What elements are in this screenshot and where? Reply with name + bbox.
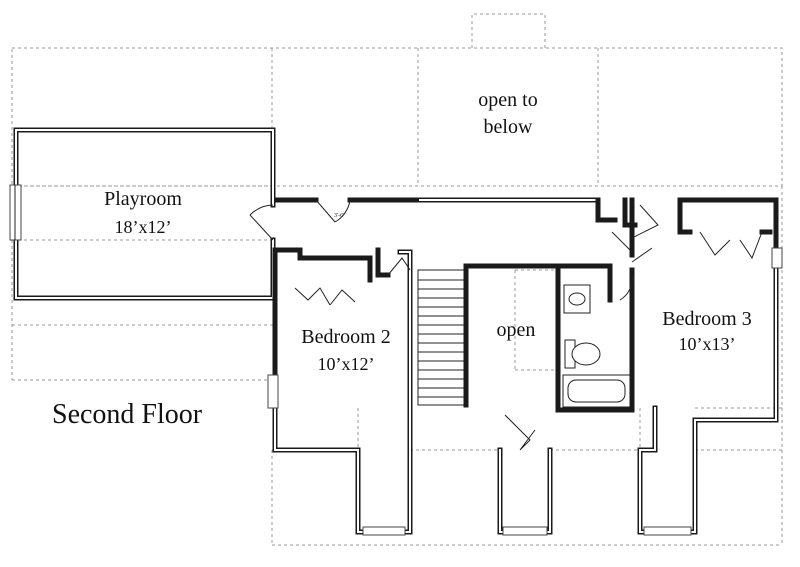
open-to-below-line2: below bbox=[484, 116, 533, 138]
bedroom-3-size: 10’x13’ bbox=[679, 334, 736, 354]
bedroom-2-walls bbox=[272, 247, 413, 535]
plan-title: Second Floor bbox=[52, 399, 203, 430]
bathroom-walls bbox=[555, 263, 635, 413]
bedroom-3-front-window bbox=[643, 526, 692, 536]
playroom-walls bbox=[13, 127, 276, 301]
open-to-below-line1: open to bbox=[478, 89, 537, 111]
bedroom-2-side-window bbox=[267, 374, 279, 409]
bedroom-3-side-window bbox=[771, 247, 783, 269]
bedroom-2-name: Bedroom 2 bbox=[301, 326, 390, 348]
playroom-size: 18’x12’ bbox=[115, 217, 172, 237]
open-area-label: open bbox=[497, 319, 536, 341]
staircase bbox=[417, 269, 467, 406]
playroom-door bbox=[249, 199, 351, 241]
central-door-swing bbox=[504, 414, 536, 451]
bedroom-3-closet-doors bbox=[611, 204, 763, 301]
toilet bbox=[564, 339, 601, 369]
central-front-window bbox=[502, 526, 548, 536]
bedroom-2-size: 10’x12’ bbox=[318, 354, 375, 374]
bathtub bbox=[562, 374, 631, 408]
linen-closet-label: 3'-6" bbox=[334, 213, 346, 219]
bedroom-2-closet-doors bbox=[294, 257, 411, 306]
central-walls bbox=[463, 263, 561, 535]
sink-basin bbox=[568, 292, 586, 306]
bedroom-3-name: Bedroom 3 bbox=[662, 308, 751, 330]
bedroom-3-walls bbox=[595, 197, 779, 535]
bedroom-2-front-window bbox=[362, 526, 406, 536]
roof-outline-dashed bbox=[11, 13, 783, 546]
playroom-name: Playroom bbox=[104, 188, 182, 210]
